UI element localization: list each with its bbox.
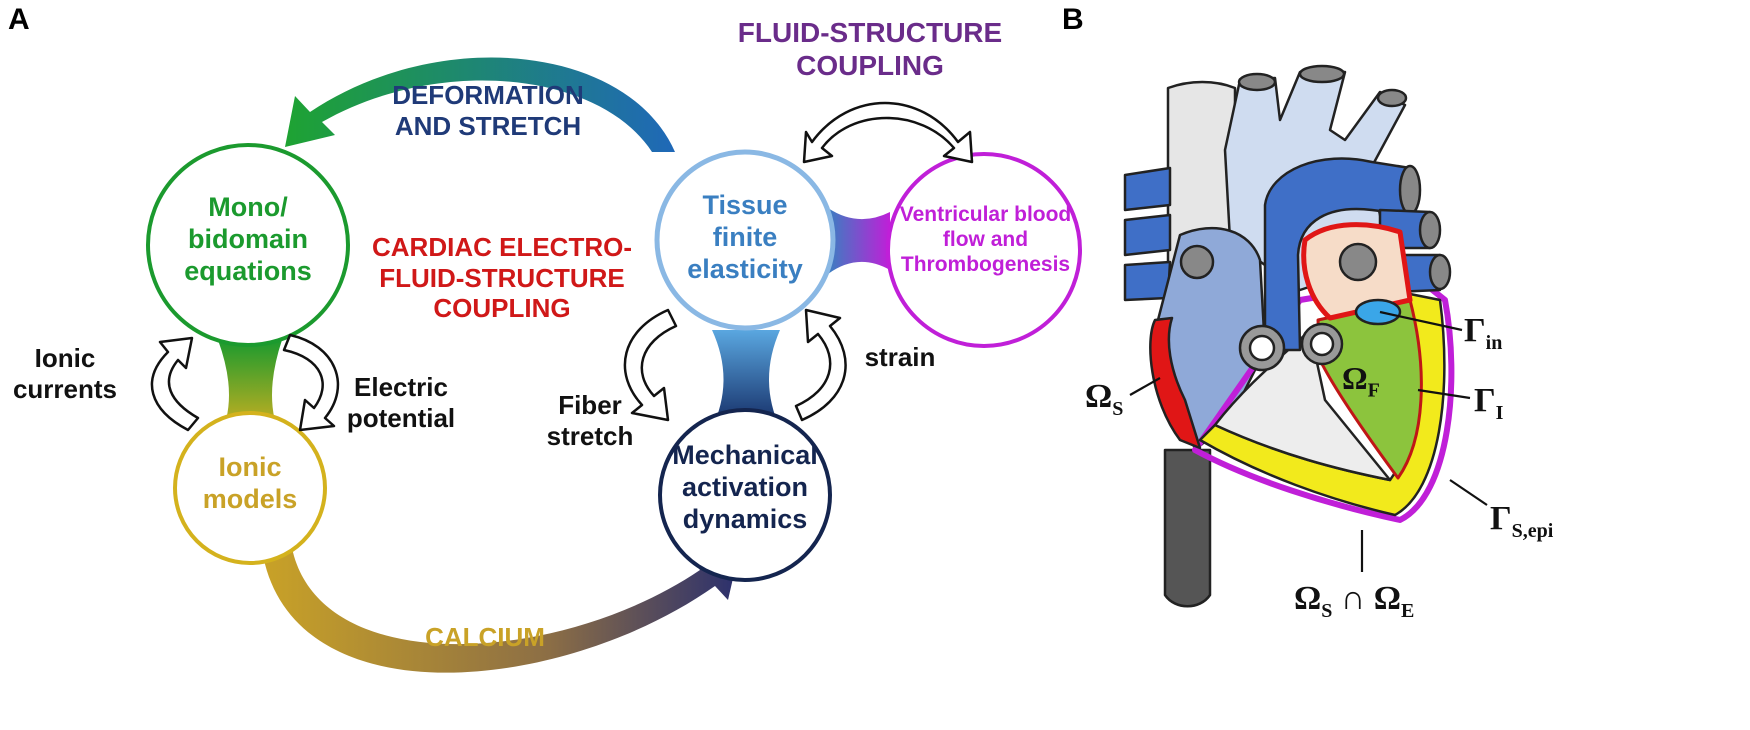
valve-2 (1300, 322, 1344, 366)
atrium-opening (1179, 244, 1215, 280)
ionic-models-circle (173, 411, 327, 565)
connector-tissue-blood (828, 208, 890, 274)
pulmonary-vein-left-1 (1123, 166, 1172, 212)
strain-label: strain (864, 342, 936, 372)
omega-f-symbol: ΩF (1342, 360, 1380, 402)
vessel-opening-6 (1428, 253, 1452, 291)
leader-omega-s (1129, 377, 1161, 396)
gamma-s-epi-symbol: ΓS,epi (1490, 500, 1554, 542)
deformation-arrow (285, 57, 675, 152)
deformation-label: DEFORMATION AND STRETCH (392, 80, 584, 141)
vessel-opening-1 (1237, 72, 1277, 92)
omega-s-symbol: ΩS (1085, 378, 1124, 420)
gamma-i-symbol: ΓI (1474, 382, 1504, 424)
leader-gamma-s-epi (1449, 479, 1488, 506)
fluid-domain (1316, 298, 1423, 480)
right-ventricle (1213, 328, 1392, 482)
vessel-opening-5 (1418, 210, 1442, 250)
blood-flow-label: Ventricular blood flow and Thrombogenesi… (899, 203, 1072, 276)
omega-intersection-symbol: ΩS ∩ ΩE (1294, 580, 1415, 622)
tissue-elasticity-circle (654, 149, 836, 331)
red-myocardium-wall (1149, 316, 1202, 450)
fsc-double-arrow (802, 101, 974, 164)
fsc-title: FLUID-STRUCTURE COUPLING (737, 17, 1003, 82)
inlet-boundary (1354, 298, 1402, 326)
vessel-opening-4 (1398, 164, 1422, 216)
strain-arrow (794, 308, 847, 422)
atrium-opening-2 (1338, 242, 1378, 282)
tissue-elasticity-label: Tissue finite elasticity (687, 190, 803, 284)
calcium-label: CALCIUM (425, 622, 545, 652)
ionic-currents-label: Ionic currents (12, 343, 118, 404)
center-title: CARDIAC ELECTRO- FLUID-STRUCTURE COUPLIN… (372, 232, 632, 324)
valve-1 (1238, 324, 1286, 372)
mono-bidomain-label: Mono/ bidomain equations (184, 192, 312, 286)
electric-potential-label: Electric potential (346, 372, 456, 433)
mechanical-activation-label: Mechanical activation dynamics (672, 440, 818, 534)
pulmonary-vein-left-2 (1123, 213, 1172, 257)
inferior-vena-cava (1163, 448, 1212, 608)
ionic-currents-arrow (150, 336, 200, 432)
vessel-opening-2 (1298, 64, 1346, 84)
connector-tissue-mechanical (712, 330, 780, 428)
fiber-stretch-label: Fiber stretch (546, 390, 634, 451)
blood-flow-circle (886, 152, 1082, 348)
panel-a-label: A (8, 3, 30, 36)
leader-gamma-i (1417, 388, 1471, 400)
panel-b-label: B (1062, 3, 1084, 36)
calcium-arrow (262, 548, 740, 673)
vessel-opening-3 (1376, 88, 1408, 108)
electric-potential-arrow (282, 333, 340, 432)
mechanical-activation-circle (658, 408, 832, 582)
leader-gamma-in (1379, 310, 1463, 332)
epicardium-outline (1192, 277, 1455, 523)
fiber-stretch-arrow (623, 308, 678, 422)
gamma-in-symbol: Γin (1464, 312, 1503, 354)
pulmonary-vein-left-3 (1123, 260, 1172, 302)
ionic-models-label: Ionic models (202, 452, 298, 514)
mono-bidomain-circle (146, 143, 350, 347)
